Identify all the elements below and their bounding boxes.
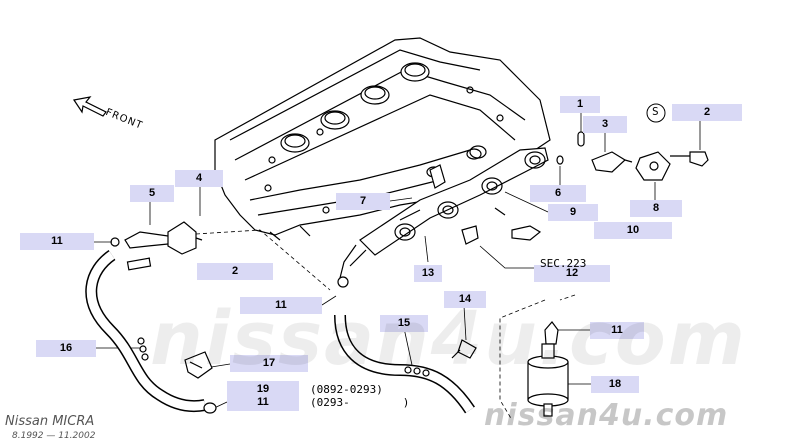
sec-reference: SEC.223 [540, 257, 587, 270]
date-range-2: (0293- ) [310, 396, 410, 409]
clips [184, 339, 477, 414]
s-mark-text: S [652, 105, 659, 118]
watermark-large: nissan4u.com [150, 296, 747, 382]
callout-8[interactable]: 8 [630, 200, 682, 217]
hose-16 [85, 250, 207, 413]
date-range-1: (0892-0293) [310, 383, 383, 396]
front-arrow-icon [72, 96, 107, 117]
fuel-filter [527, 321, 569, 417]
callout-16[interactable]: 16 [36, 340, 96, 357]
callout-7[interactable]: 7 [336, 193, 390, 210]
callout-10[interactable]: 10 [594, 222, 672, 239]
callout-11c[interactable]: 11 [590, 322, 644, 339]
model-name: Nissan MICRA [5, 414, 95, 429]
callout-3[interactable]: 3 [583, 116, 627, 133]
callout-4[interactable]: 4 [175, 170, 223, 187]
small-parts [429, 131, 709, 245]
callout-14[interactable]: 14 [444, 291, 486, 308]
model-years: 8.1992 — 11.2002 [12, 431, 96, 441]
callout-5[interactable]: 5 [130, 185, 174, 202]
callout-9[interactable]: 9 [548, 204, 598, 221]
dashed-lines [195, 229, 576, 421]
callout-11d[interactable]: 11 [227, 394, 299, 411]
callout-15[interactable]: 15 [380, 315, 428, 332]
callout-2a[interactable]: 2 [672, 104, 742, 121]
callout-1[interactable]: 1 [560, 96, 600, 113]
watermark-small: nissan4u.com [484, 398, 729, 433]
callout-11a[interactable]: 11 [20, 233, 94, 250]
callout-11b[interactable]: 11 [240, 297, 322, 314]
callout-17[interactable]: 17 [230, 355, 308, 372]
hose-15 [334, 314, 475, 414]
fuel-rail [337, 145, 549, 288]
callout-2b[interactable]: 2 [197, 263, 273, 280]
callout-12[interactable]: 12 [534, 265, 610, 282]
callout-18[interactable]: 18 [591, 376, 639, 393]
callout-19[interactable]: 19 [227, 381, 299, 398]
callout-13[interactable]: 13 [414, 265, 442, 282]
s-mark-icon [646, 103, 666, 123]
pressure-regulator [110, 221, 203, 271]
callout-6[interactable]: 6 [530, 185, 586, 202]
